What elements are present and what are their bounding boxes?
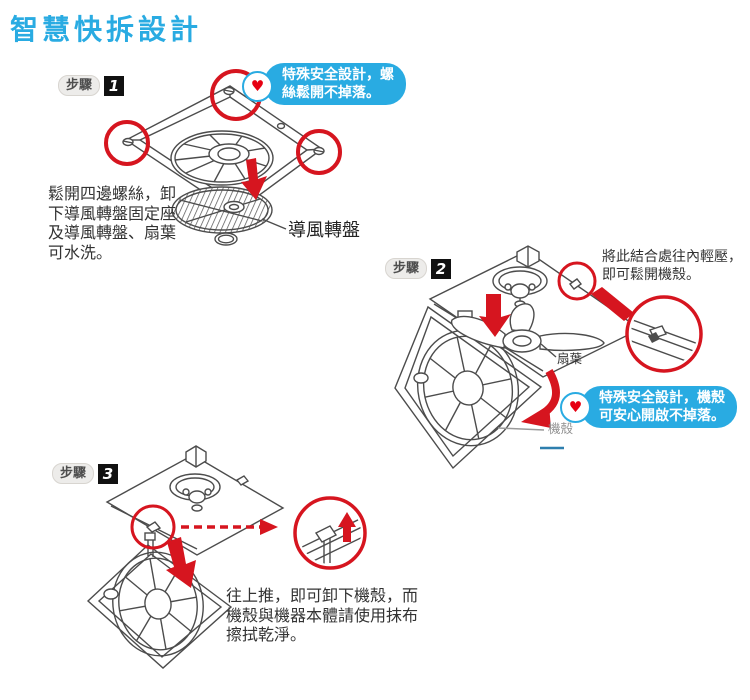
step2-diagram	[394, 245, 703, 470]
down-arrow-icon	[166, 537, 196, 588]
dashed-arrow-icon	[181, 519, 278, 535]
heart-badge: ♥	[560, 392, 591, 423]
step-badge-label: 步驟	[52, 463, 95, 484]
down-arrow-icon	[479, 294, 511, 337]
air-guide-disc	[171, 186, 287, 234]
blade-leader-line	[540, 343, 557, 358]
step1-diagram	[104, 69, 342, 246]
step2-callout-bubble: 特殊安全設計，機殼 可安心開啟不掉落。	[581, 386, 737, 428]
step1-callout-bubble: 特殊安全設計，螺 絲鬆開不掉落。	[264, 63, 406, 105]
disc-leader-line	[261, 218, 287, 230]
step-badge-label: 步驟	[58, 75, 101, 96]
latch-clip	[568, 278, 583, 290]
step2-note: 將此結合處往內輕壓， 即可鬆開機殼。	[602, 249, 742, 283]
heart-icon: ♥	[568, 398, 583, 416]
step2-badge: 步驟 2	[385, 258, 452, 279]
step1-description: 鬆開四邊螺絲，卸 下導風轉盤固定座 及導風轉盤、扇葉 可水洗。	[48, 184, 177, 262]
part-label-air-guide-disc: 導風轉盤	[288, 220, 360, 241]
fan-wheel	[170, 130, 274, 186]
step1-badge: 步驟 1	[58, 75, 125, 96]
latch-detail-magnifier	[625, 295, 703, 373]
latch-highlight-circle	[130, 504, 176, 550]
latch-clip	[235, 475, 250, 486]
step3-diagram	[86, 445, 367, 669]
down-arrow-icon	[241, 158, 267, 200]
step-badge-number: 3	[98, 463, 119, 484]
casing-leader-line	[497, 427, 545, 431]
top-plate	[105, 445, 285, 556]
step-badge-number: 1	[104, 75, 125, 96]
latch-highlight-circle	[557, 261, 597, 301]
latch-detail-magnifier	[293, 496, 367, 570]
fan-blade	[450, 303, 605, 358]
part-label-fan-blade: 扇葉	[557, 351, 583, 366]
screw-icons	[122, 86, 325, 156]
step3-description: 往上推，即可卸下機殼，而 機殼與機器本體請使用抹布 擦拭乾淨。	[226, 586, 419, 644]
up-arrow-icon	[338, 512, 356, 542]
ring-gasket	[214, 232, 238, 246]
heart-badge: ♥	[242, 71, 273, 102]
latch-clip	[145, 521, 162, 533]
step3-badge: 步驟 3	[52, 463, 119, 484]
part-label-casing: 機殼	[548, 421, 574, 436]
curved-arrow-icon	[521, 369, 561, 428]
step-badge-number: 2	[431, 258, 452, 279]
step-badge-label: 步驟	[385, 258, 428, 279]
grille-casing	[86, 532, 233, 669]
page-title: 智慧快拆設計	[10, 13, 203, 46]
pointer-wedge	[591, 287, 634, 321]
grille-casing	[394, 305, 543, 470]
heart-icon: ♥	[250, 77, 265, 95]
